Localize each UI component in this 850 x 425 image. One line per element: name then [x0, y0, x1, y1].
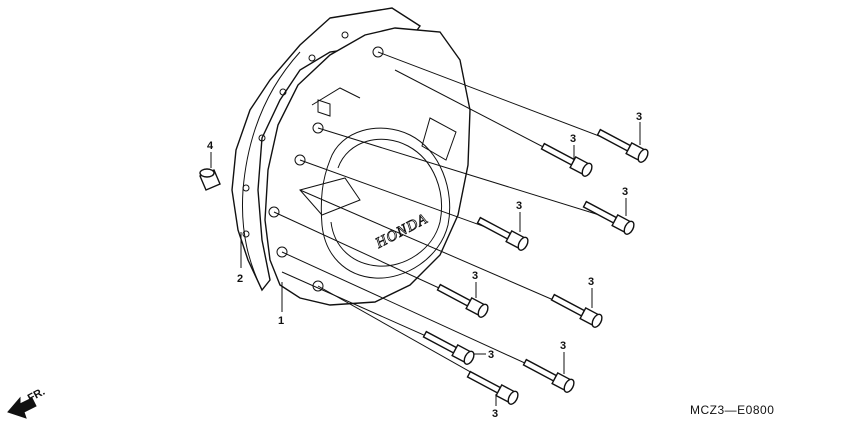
bolt — [540, 142, 593, 177]
bolt — [582, 200, 635, 235]
bolt — [550, 293, 603, 328]
front-direction-label: FR. — [26, 386, 47, 405]
bolt — [596, 128, 649, 163]
dowel-pin — [199, 168, 221, 191]
bolt — [466, 370, 519, 405]
bolt — [522, 358, 575, 393]
callout-bolt: 3 — [636, 111, 642, 123]
callout-bolt: 3 — [588, 276, 594, 288]
callout-gasket: 2 — [237, 273, 243, 285]
callout-bolt: 3 — [472, 270, 478, 282]
callout-bolt: 3 — [570, 133, 576, 145]
callout-bolt: 3 — [516, 200, 522, 212]
front-arrow-icon — [7, 396, 37, 419]
callout-dowel: 4 — [207, 140, 214, 152]
bolt — [422, 330, 475, 365]
callout-bolt: 3 — [492, 408, 498, 420]
callout-bolt: 3 — [560, 340, 566, 352]
generator-cover: HONDA — [264, 27, 471, 306]
callout-bolt: 3 — [622, 186, 628, 198]
bolt — [436, 283, 489, 318]
callout-leaders — [210, 122, 641, 406]
callout-bolt: 3 — [488, 349, 494, 361]
callout-cover: 1 — [278, 315, 284, 327]
drawing-code: MCZ3—E0800 — [690, 403, 774, 417]
bolt — [476, 216, 529, 251]
